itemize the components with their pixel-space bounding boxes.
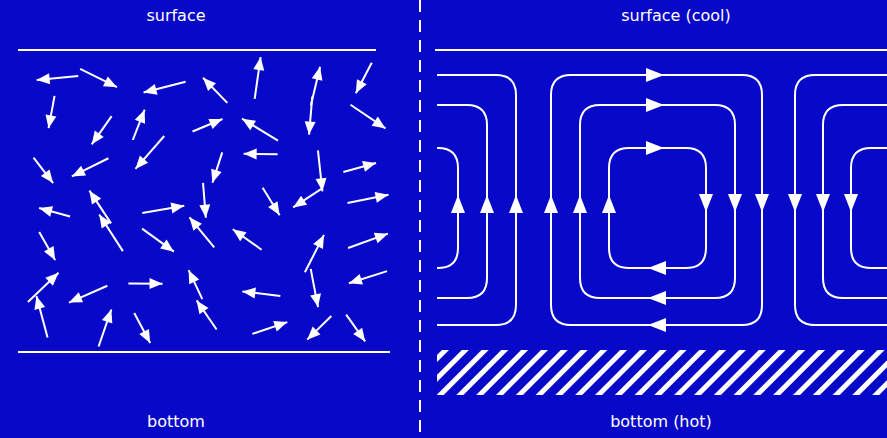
region-label: bottom (hot)	[610, 412, 712, 432]
convection-loop	[580, 105, 735, 298]
divider-line	[419, 0, 421, 438]
flow-arrowhead	[728, 194, 742, 212]
flow-arrowhead	[451, 195, 465, 213]
motion-arrow	[242, 119, 278, 141]
motion-arrow	[346, 315, 365, 342]
motion-arrow	[144, 82, 186, 95]
motion-arrow	[348, 192, 389, 203]
motion-arrow	[72, 158, 109, 176]
convection-loop	[437, 105, 487, 298]
motion-arrow	[253, 57, 264, 99]
flow-arrowhead	[544, 195, 558, 213]
flow-arrowhead	[480, 195, 494, 213]
region-label: bottom	[147, 412, 205, 432]
motion-arrow	[80, 69, 117, 87]
motion-arrow	[211, 152, 222, 182]
region-label: surface	[146, 6, 205, 26]
motion-arrow	[197, 300, 217, 329]
motion-arrow	[92, 116, 112, 144]
flow-arrowhead	[755, 194, 769, 212]
motion-arrow	[128, 278, 162, 289]
motion-arrow	[316, 150, 327, 191]
motion-arrow	[305, 235, 324, 272]
convection-loop	[609, 148, 706, 268]
flow-arrowhead	[788, 194, 802, 212]
motion-arrow	[293, 188, 322, 207]
convection-loop	[795, 75, 887, 325]
motion-arrow	[242, 287, 280, 298]
motion-arrow	[305, 97, 316, 135]
motion-arrow	[69, 286, 107, 303]
flow-arrowhead	[648, 291, 666, 305]
motion-arrow	[350, 105, 385, 129]
flow-arrowhead	[816, 194, 830, 212]
motion-arrow	[252, 321, 287, 334]
motion-arrow	[199, 183, 210, 218]
motion-arrow	[142, 203, 184, 214]
flow-arrowhead	[509, 195, 523, 213]
surface-line	[18, 49, 376, 51]
flow-arrowhead	[648, 261, 666, 275]
motion-arrow	[310, 269, 321, 307]
motion-arrow	[348, 233, 388, 248]
motion-arrow	[142, 229, 174, 252]
motion-arrow	[203, 78, 227, 103]
motion-arrow	[189, 217, 214, 247]
motion-arrow	[99, 215, 123, 252]
motion-arrow	[34, 158, 54, 184]
motion-arrow	[34, 296, 47, 338]
motion-arrow	[343, 161, 376, 172]
flow-arrowhead	[646, 98, 664, 112]
motion-arrow	[46, 96, 57, 128]
flow-arrowhead	[646, 141, 664, 155]
convection-loop	[551, 75, 762, 325]
flow-arrowhead	[648, 318, 666, 332]
motion-arrow	[39, 206, 70, 217]
convection-loop	[823, 105, 887, 298]
motion-arrow	[39, 232, 55, 260]
convection-loops	[437, 68, 887, 332]
random-motion-arrows	[28, 57, 389, 347]
motion-arrow	[135, 136, 164, 169]
motion-arrow	[233, 229, 262, 250]
convection-loop	[437, 75, 516, 325]
motion-arrow	[193, 119, 223, 132]
motion-arrow	[189, 270, 203, 299]
bottom-line	[18, 351, 390, 353]
motion-arrow	[134, 313, 150, 343]
surface-line	[435, 49, 887, 51]
motion-arrow	[28, 273, 59, 302]
flow-arrowhead	[573, 195, 587, 213]
flow-arrowhead	[646, 68, 664, 82]
region-label: surface (cool)	[621, 6, 731, 26]
convection-loop	[851, 148, 887, 268]
motion-arrow	[133, 110, 145, 140]
motion-arrow	[37, 73, 79, 84]
motion-arrow	[263, 188, 280, 216]
flow-arrowhead	[699, 194, 713, 212]
motion-arrow	[307, 316, 331, 340]
motion-arrow	[244, 149, 278, 160]
motion-arrow	[99, 309, 113, 346]
motion-arrow	[349, 271, 387, 284]
hot-bottom-hatch	[437, 350, 887, 395]
motion-arrow	[356, 63, 372, 94]
flow-arrowhead	[844, 194, 858, 212]
flow-arrowhead	[602, 195, 616, 213]
